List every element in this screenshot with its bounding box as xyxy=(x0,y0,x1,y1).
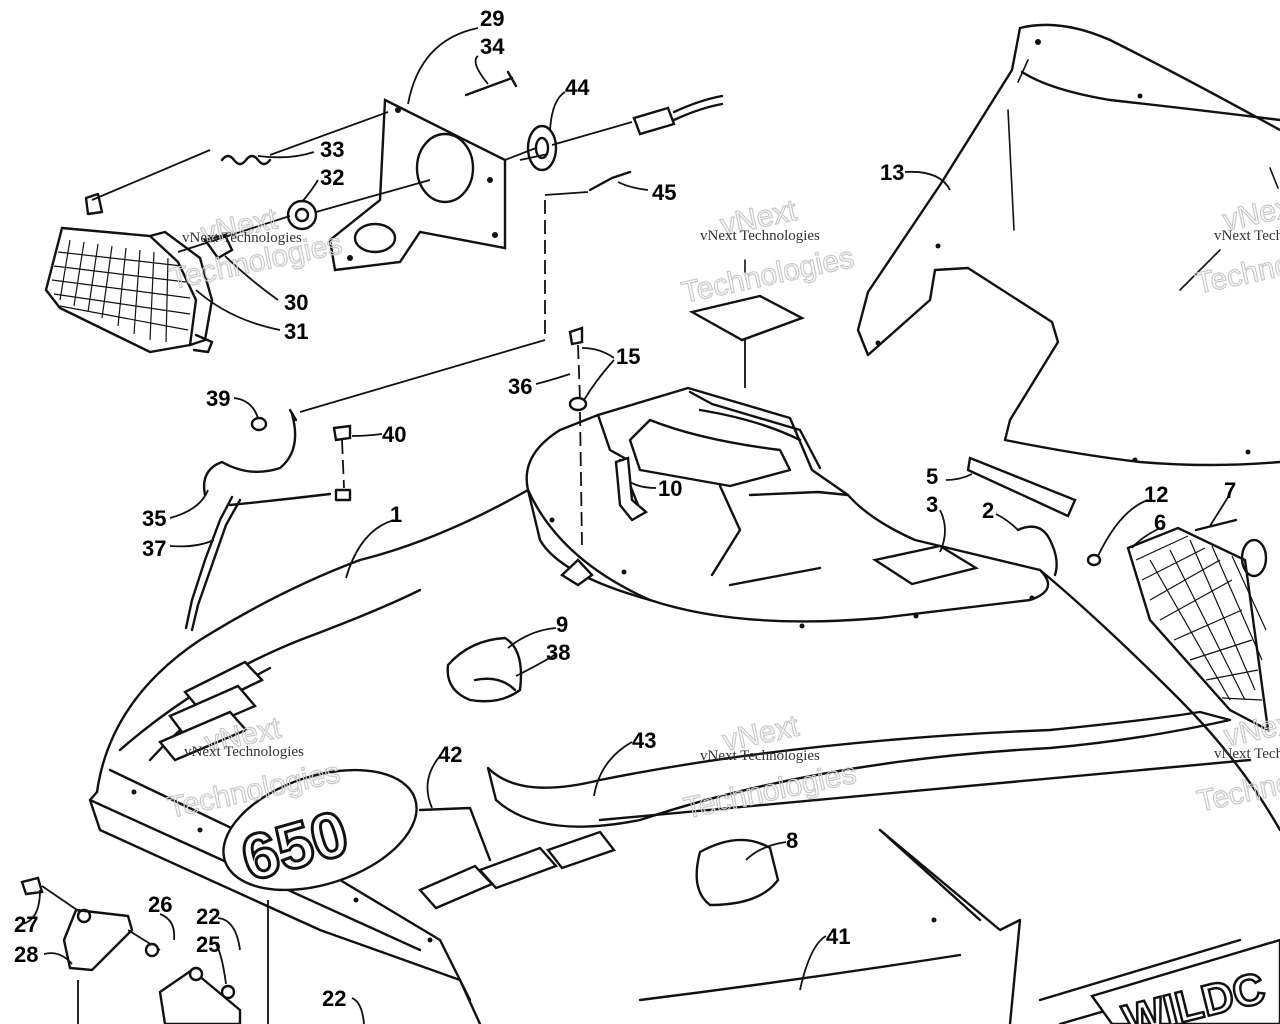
callout-22-upper: 22 xyxy=(196,904,220,929)
callout-9: 9 xyxy=(556,612,568,637)
callout-15: 15 xyxy=(616,344,640,369)
callout-2: 2 xyxy=(982,498,994,523)
callout-26: 26 xyxy=(148,892,172,917)
headlight-assembly xyxy=(44,70,724,413)
callout-28: 28 xyxy=(14,942,38,967)
watermark-small-bottomleft: vNext Technologies xyxy=(184,744,304,760)
console-assembly xyxy=(525,259,1270,733)
callout-41: 41 xyxy=(826,924,850,949)
watermark-topcenter: vNext Technologies xyxy=(678,193,857,310)
watermark-small-topleft: vNext Technologies xyxy=(182,230,302,246)
callout-32: 32 xyxy=(320,165,344,190)
callout-22-lower: 22 xyxy=(322,986,346,1011)
callout-10: 10 xyxy=(658,476,682,501)
wiring-hardware xyxy=(184,408,352,632)
callout-leaders xyxy=(21,27,1231,1024)
windshield xyxy=(856,23,1280,467)
callout-1: 1 xyxy=(390,502,402,527)
callout-12: 12 xyxy=(1144,482,1168,507)
watermark-small-bottomright: vNext Technologies xyxy=(1214,746,1280,762)
callout-6: 6 xyxy=(1154,510,1166,535)
callout-27: 27 xyxy=(14,912,38,937)
callout-34: 34 xyxy=(480,34,505,59)
callout-labels: 29 34 44 33 32 45 30 31 13 15 36 39 40 1… xyxy=(14,6,1236,1011)
callout-29: 29 xyxy=(480,6,504,31)
callout-43: 43 xyxy=(632,728,656,753)
callout-45: 45 xyxy=(652,180,676,205)
callout-33: 33 xyxy=(320,137,344,162)
callout-38: 38 xyxy=(546,640,570,665)
callout-8: 8 xyxy=(786,828,798,853)
callout-42: 42 xyxy=(438,742,462,767)
lower-bracket-hardware xyxy=(20,876,269,1024)
callout-36: 36 xyxy=(508,374,532,399)
callout-25: 25 xyxy=(196,932,220,957)
watermark-small-bottomcenter: vNext Technologies xyxy=(700,748,820,764)
callout-5: 5 xyxy=(926,464,938,489)
watermark-big-line2: Technologies xyxy=(681,757,859,826)
watermark-small-topcenter: vNext Technologies xyxy=(700,228,820,244)
brand-decal: WILDC xyxy=(1090,938,1280,1024)
callout-35: 35 xyxy=(142,506,166,531)
watermark-small-topright: vNext Technologies xyxy=(1214,228,1280,244)
watermarks: vNext Technologies vNext Technologies vN… xyxy=(164,189,1280,827)
callout-3: 3 xyxy=(926,492,938,517)
callout-7: 7 xyxy=(1224,478,1236,503)
callout-40: 40 xyxy=(382,422,406,447)
callout-13: 13 xyxy=(880,160,904,185)
model-decal: 650 xyxy=(222,768,418,896)
callout-37: 37 xyxy=(142,536,166,561)
callout-44: 44 xyxy=(565,75,590,100)
callout-39: 39 xyxy=(206,386,230,411)
callout-31: 31 xyxy=(284,319,308,344)
hood xyxy=(88,488,1280,1024)
callout-30: 30 xyxy=(284,290,308,315)
